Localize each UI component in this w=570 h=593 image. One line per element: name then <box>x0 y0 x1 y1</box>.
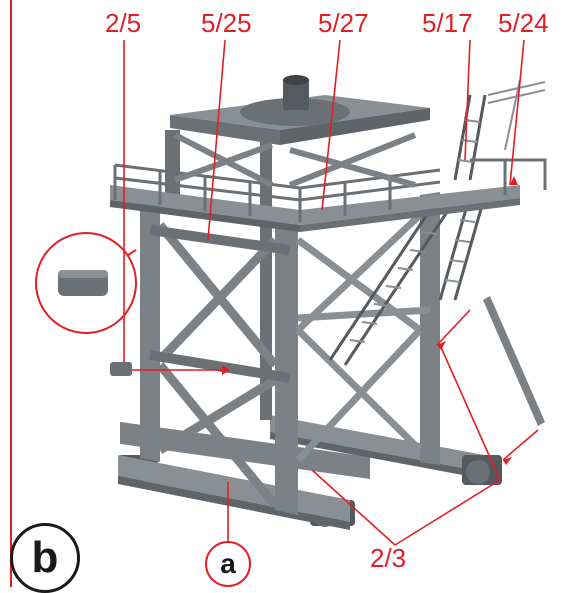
detail-marker-a: a <box>205 541 251 587</box>
stair-treads <box>349 119 481 343</box>
small-part <box>110 362 132 376</box>
callout-5-24: 5/24 <box>498 8 549 38</box>
callout-5-17: 5/17 <box>422 8 473 38</box>
leader-arrowheads <box>222 176 518 465</box>
callout-2-5: 2/5 <box>105 8 142 38</box>
side-bracing <box>295 212 431 463</box>
callout-5-27: 5/27 <box>318 8 369 38</box>
front-bracing <box>156 222 279 508</box>
antenna <box>487 79 546 151</box>
page-border <box>10 0 12 587</box>
top-platform <box>170 75 430 145</box>
loose-brace-part <box>483 296 545 426</box>
step-marker-b: b <box>10 523 80 593</box>
walkway-deck <box>110 185 520 232</box>
upper-bracing <box>173 132 417 188</box>
callout-5-25: 5/25 <box>201 8 252 38</box>
front-horizontals <box>149 225 291 383</box>
callout-2-3: 2/3 <box>370 543 407 573</box>
leader-lines <box>123 39 539 546</box>
detail-magnifier <box>35 232 137 334</box>
